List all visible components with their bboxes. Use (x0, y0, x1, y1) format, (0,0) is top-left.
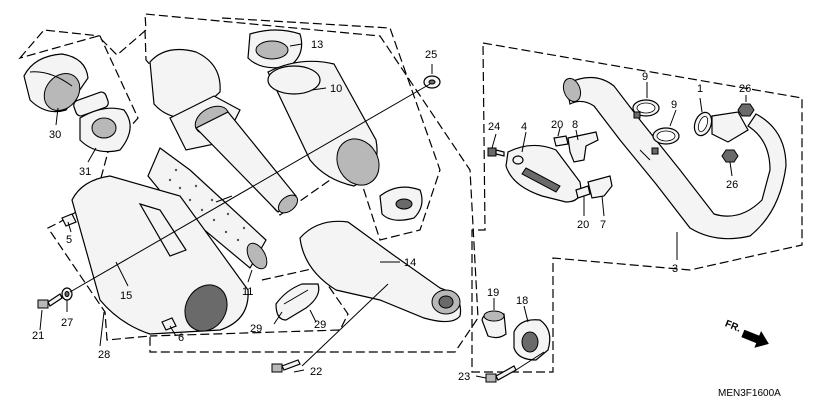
callout-19: 19 (487, 287, 499, 299)
callout-22: 22 (310, 366, 322, 378)
callout-27: 27 (61, 317, 73, 329)
callout-14: 14 (404, 257, 416, 269)
bolt-22-part (271, 359, 301, 373)
callout-25: 25 (425, 49, 437, 61)
exhaust-pipe-part (562, 76, 787, 240)
clamp-9-lower-part (651, 127, 680, 155)
heat-protector-part (505, 144, 582, 203)
packing-cap-part (247, 29, 303, 69)
callout-21: 21 (32, 330, 44, 342)
gasket-part (693, 111, 713, 137)
bolt-21-part (37, 293, 63, 309)
band-bolt-line (515, 351, 545, 371)
pipe-flange-part (711, 111, 749, 143)
callout-15: 15 (120, 290, 132, 302)
muffler-cone-part (149, 49, 241, 151)
lower-bolt-line (301, 283, 389, 367)
callout-20-upper: 20 (551, 119, 563, 131)
callout-23: 23 (458, 371, 470, 383)
bolt-23-part (485, 365, 517, 383)
packing-part (267, 60, 380, 187)
nut-26-upper-part (737, 103, 755, 117)
callout-26-upper: 26 (739, 83, 751, 95)
callout-3: 3 (672, 263, 678, 275)
through-bolt-line (69, 83, 431, 293)
callout-7: 7 (600, 219, 606, 231)
collar-part (481, 310, 507, 339)
callout-9-lower: 9 (671, 99, 677, 111)
rubber-block-part (379, 186, 423, 221)
callout-1: 1 (697, 83, 703, 95)
callout-26-lower: 26 (726, 179, 738, 191)
front-indicator-label: FR. (723, 318, 742, 334)
end-cap-cone-part (23, 53, 89, 113)
callout-31: 31 (79, 166, 91, 178)
leader-lines (39, 43, 747, 379)
callout-8: 8 (572, 119, 578, 131)
callout-10: 10 (330, 83, 342, 95)
silencer-outlet-part (299, 220, 462, 323)
callout-24: 24 (488, 121, 500, 133)
clip-20-upper-part (553, 135, 569, 147)
end-cap-tip-part (73, 91, 131, 153)
nut-26-lower-part (721, 149, 739, 163)
bolt-24-part (487, 147, 505, 157)
callout-13: 13 (311, 39, 323, 51)
exhaust-pipe-group-boundary (471, 42, 803, 373)
callout-18: 18 (516, 295, 528, 307)
callout-11: 11 (242, 286, 253, 298)
bracket-8-part (567, 131, 599, 163)
callout-4: 4 (521, 121, 527, 133)
inner-boundary-lower (149, 267, 349, 337)
clamp-9-upper-part (632, 99, 660, 119)
callout-28: 28 (98, 349, 110, 361)
callout-30: 30 (49, 129, 61, 141)
bracket-7-part (587, 175, 613, 199)
band-part (513, 319, 551, 361)
callout-6: 6 (178, 332, 184, 344)
rivet-6-part (161, 317, 177, 331)
clip-20-lower-part (575, 185, 591, 199)
callout-29-left: 29 (250, 323, 262, 335)
muffler-inner-tube-part (194, 111, 299, 214)
inner-pipe-part (147, 147, 268, 270)
callout-29-right: 29 (314, 319, 326, 331)
callout-5-upper: 5 (66, 234, 72, 246)
muffler-body-part (71, 175, 249, 335)
rivet-5-upper-part (61, 213, 77, 227)
front-direction-indicator: FR. (723, 318, 769, 348)
callout-9-upper: 9 (642, 71, 648, 83)
diagram-code: MEN3F1600A (718, 388, 781, 399)
collar-washer-part (61, 287, 73, 301)
front-arrow-icon (741, 329, 769, 348)
callout-20-lower: 20 (577, 219, 589, 231)
inner-boundary-packing (221, 17, 441, 241)
